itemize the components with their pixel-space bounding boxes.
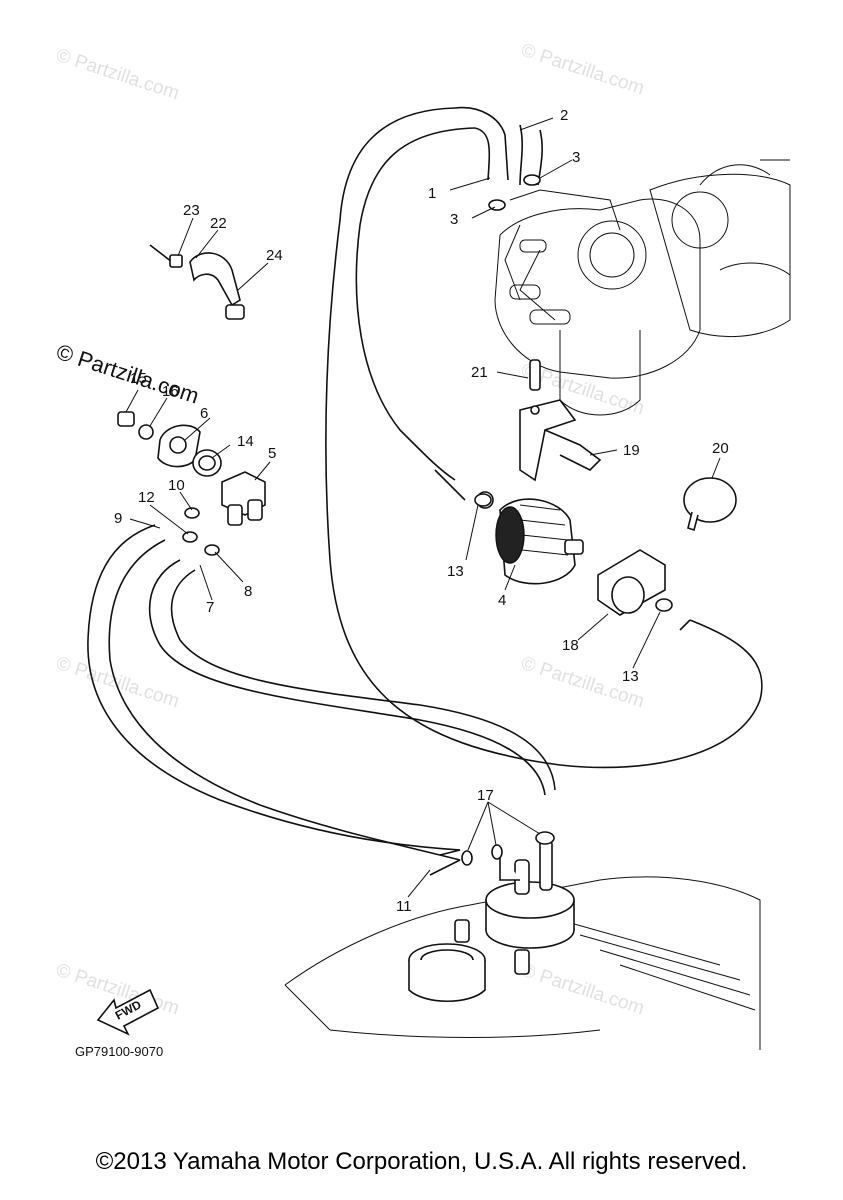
carburetor-assembly <box>494 159 791 416</box>
callout-18: 18 <box>562 637 579 654</box>
hose-band-20 <box>683 477 737 532</box>
callout-labels: 1 2 3 3 4 5 6 7 8 9 10 11 12 13 13 14 15… <box>114 107 729 915</box>
fuel-hose-9 <box>87 524 461 851</box>
callout-3: 3 <box>450 211 458 228</box>
callout-20: 20 <box>712 440 729 457</box>
filter-holder <box>597 549 666 616</box>
diagram-code: GP79100-9070 <box>75 1044 164 1059</box>
callout-22: 22 <box>210 215 227 232</box>
filter-bracket <box>519 359 602 482</box>
callout-10: 10 <box>168 477 185 494</box>
fuel-filter <box>476 491 584 585</box>
hose-clip-13 <box>474 493 673 612</box>
callout-19: 19 <box>623 442 640 459</box>
callout-17: 17 <box>477 787 494 804</box>
hose-clip-17 <box>461 831 555 866</box>
callout-14: 14 <box>237 433 254 450</box>
fuel-cock-assembly <box>117 411 266 556</box>
fuel-tank <box>284 876 761 1050</box>
fwd-arrow-icon: FWD <box>96 988 160 1036</box>
callout-13: 13 <box>622 668 639 685</box>
callout-24: 24 <box>266 247 283 264</box>
watermark: © Partzilla.com <box>53 653 181 713</box>
callout-5: 5 <box>268 445 276 462</box>
callout-4: 4 <box>498 592 506 609</box>
leader-lines <box>125 117 721 898</box>
callout-16: 16 <box>162 383 179 400</box>
fuel-pump-unit <box>454 839 575 975</box>
fuel-hose-11 <box>429 849 461 876</box>
watermark: © Partzilla.com <box>53 339 202 409</box>
callout-6: 6 <box>200 405 208 422</box>
watermark: © Partzilla.com <box>53 45 181 105</box>
watermark: © Partzilla.com <box>518 40 646 100</box>
callout-9: 9 <box>114 510 122 527</box>
cable-tie-assembly <box>149 244 245 320</box>
callout-11: 11 <box>396 898 412 915</box>
callout-2: 2 <box>560 107 568 124</box>
callout-15: 15 <box>130 370 147 387</box>
tank-filler-neck <box>408 943 486 1003</box>
fuel-hose-7 <box>148 559 546 796</box>
callout-1: 1 <box>428 185 436 202</box>
callout-21: 21 <box>471 364 488 381</box>
callout-8: 8 <box>244 583 252 600</box>
callout-3: 3 <box>572 149 580 166</box>
watermark: © Partzilla.com <box>518 960 646 1020</box>
fuel-hose-1 <box>325 107 763 769</box>
callout-23: 23 <box>183 202 200 219</box>
callout-7: 7 <box>206 599 214 616</box>
callout-13: 13 <box>447 563 464 580</box>
copyright-notice: ©2013 Yamaha Motor Corporation, U.S.A. A… <box>95 1148 748 1175</box>
callout-12: 12 <box>138 489 155 506</box>
